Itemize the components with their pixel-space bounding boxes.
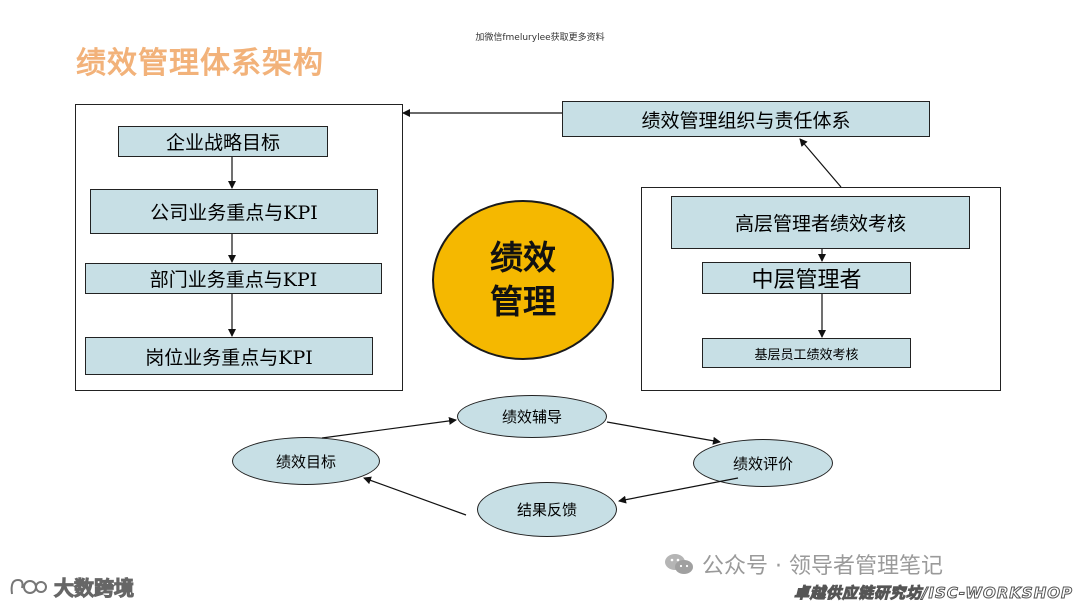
department-kpi-box: 部门业务重点与KPI	[85, 263, 382, 294]
cycle-goal: 绩效目标	[232, 437, 380, 485]
middle-manager-box: 中层管理者	[702, 262, 911, 294]
cycle-evaluation: 绩效评价	[693, 439, 833, 487]
brand-watermark: 大数跨境	[8, 572, 135, 601]
arrow-goal-to-coaching	[321, 416, 457, 439]
cycle-feedback: 结果反馈	[477, 482, 617, 537]
performance-management-circle: 绩效 管理	[432, 200, 614, 360]
page-title: 绩效管理体系架构	[76, 46, 324, 81]
wechat-watermark-text: 公众号 · 领导者管理笔记	[702, 554, 943, 579]
position-kpi-box: 岗位业务重点与KPI	[85, 337, 373, 375]
arrow-feedback-to-goal	[363, 476, 467, 516]
senior-manager-box: 高层管理者绩效考核	[671, 196, 970, 249]
company-kpi-box: 公司业务重点与KPI	[90, 189, 378, 234]
brand-watermark-text: 大数跨境	[54, 576, 135, 601]
wechat-watermark: 公众号 · 领导者管理笔记	[664, 548, 943, 580]
arrow-coaching-to-evaluation	[606, 421, 721, 445]
header-note: 加微信fmelurylee获取更多资料	[475, 33, 605, 43]
arrow-evaluation-to-feedback	[618, 477, 739, 504]
cycle-coaching: 绩效辅导	[457, 395, 607, 438]
workshop-watermark: 卓越供应链研究坊/ISC-WORKSHOP	[794, 584, 1073, 603]
strategy-goal-box: 企业战略目标	[118, 126, 328, 157]
brand-logo-icon	[10, 578, 47, 594]
frontline-staff-box: 基层员工绩效考核	[702, 338, 911, 368]
wechat-icon	[665, 554, 693, 574]
arrow-right-frame-to-org	[799, 138, 842, 188]
circle-line-1: 绩效	[490, 238, 556, 277]
circle-line-2: 管理	[490, 282, 556, 321]
org-responsibility-box: 绩效管理组织与责任体系	[562, 101, 930, 137]
